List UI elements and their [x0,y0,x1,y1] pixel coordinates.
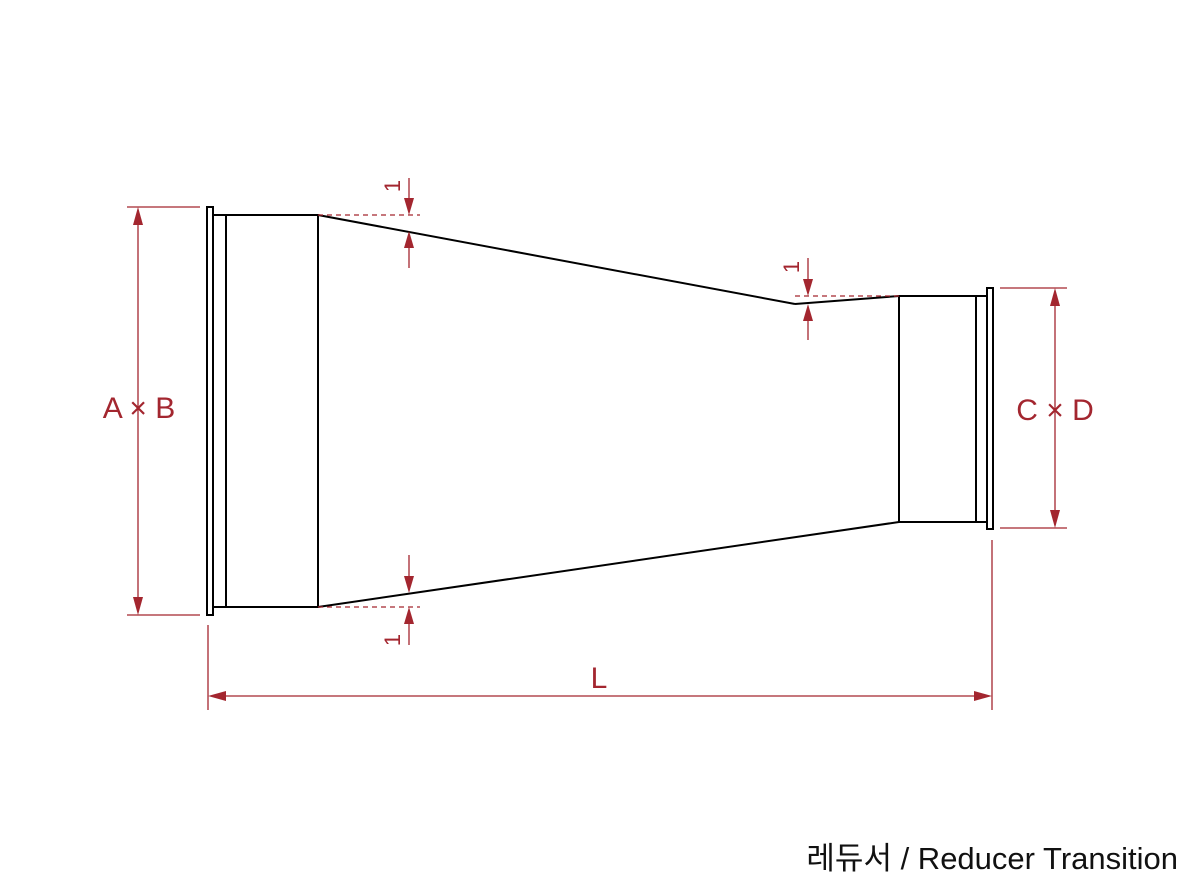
offset-top-right-label: 1 [779,261,804,273]
outlet-arrow-top [1050,288,1060,306]
transition-bottom-edge [317,521,900,608]
transition-top-kink [794,295,900,305]
offset-top-right-arrow-up [803,304,813,321]
inlet-collar [212,214,319,608]
offset-bottom-left-arrow-down [404,576,414,593]
length-arrow-left [208,691,226,701]
diagram-caption: 레듀서 / Reducer Transition [806,841,1178,876]
offset-bottom-left-dimension [318,555,420,645]
offset-top-right-dimension [795,258,899,340]
length-dimension [207,540,993,710]
offset-bottom-left-label: 1 [380,634,405,646]
length-arrow-right [974,691,992,701]
inlet-arrow-top [133,207,143,225]
outlet-size-label: C × D [1016,394,1094,427]
length-label: L [591,662,608,695]
outlet-flange [986,287,994,530]
dimension-graphics: A × B C × D L 1 1 1 [103,178,1094,710]
inlet-size-label: A × B [103,392,176,425]
outlet-height-dimension [1000,287,1067,529]
offset-top-left-arrow-up [404,231,414,248]
offset-top-left-label: 1 [380,180,405,192]
reducer-outline [206,206,994,616]
inlet-height-dimension [127,206,200,616]
outlet-arrow-bottom [1050,510,1060,528]
offset-top-right-arrow-down [803,279,813,296]
offset-top-left-dimension [318,178,420,268]
outlet-collar [898,295,988,523]
offset-top-left-arrow-down [404,198,414,215]
transition-top-edge [317,214,796,305]
offset-bottom-left-arrow-up [404,607,414,624]
inlet-arrow-bottom [133,597,143,615]
